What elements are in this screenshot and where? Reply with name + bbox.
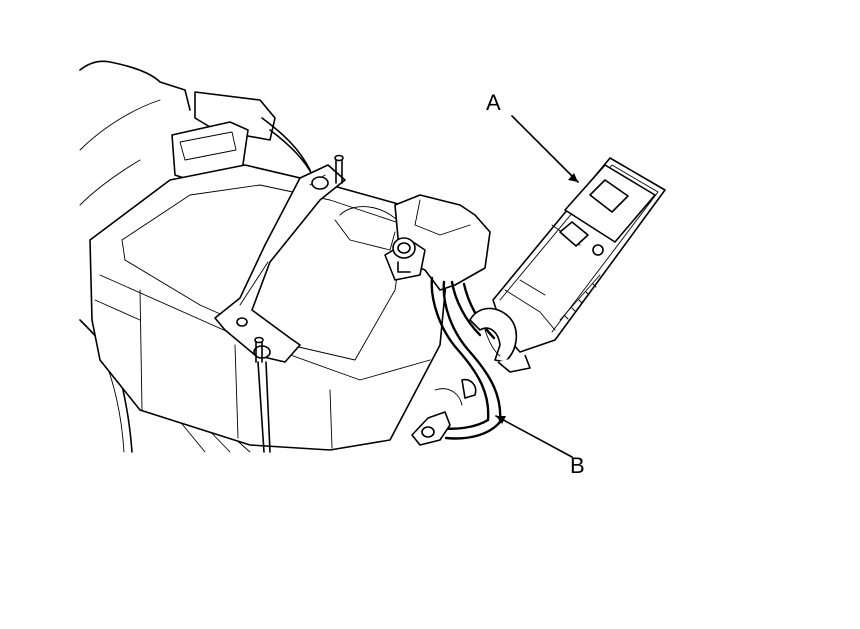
battery-cables [411, 276, 502, 446]
callout-label-a: A [486, 90, 501, 115]
callout-label-b: B [570, 453, 585, 478]
callout-leaders [495, 115, 579, 458]
battery-tester [469, 157, 666, 373]
battery [89, 164, 451, 451]
positive-terminal [384, 194, 491, 291]
battery-hold-down-bracket [214, 154, 346, 453]
